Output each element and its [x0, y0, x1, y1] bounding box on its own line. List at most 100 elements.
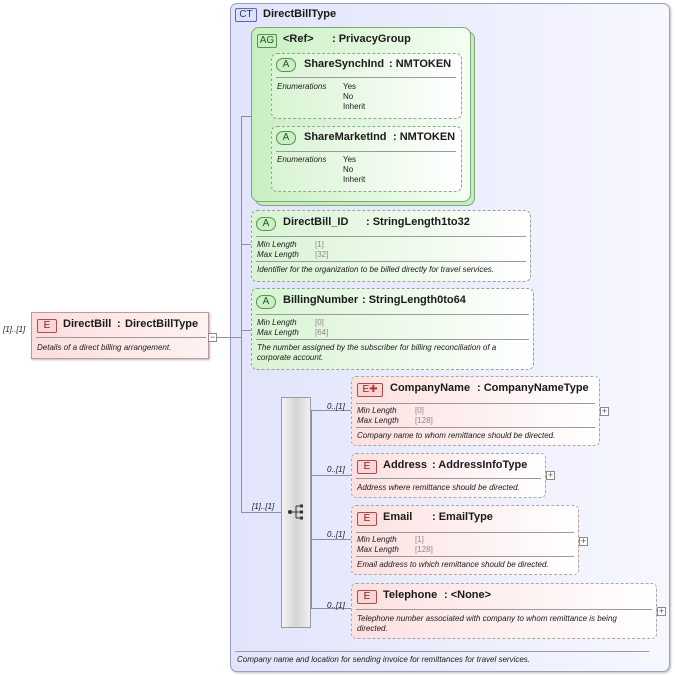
root-element-name[interactable]: DirectBill [63, 318, 112, 330]
element-companyname-badge-plus-icon: ✚ [369, 384, 378, 395]
attribute-sharesynchind-badge: A [276, 58, 296, 72]
element-address[interactable] [351, 453, 546, 498]
element-telephone-description-line-2: directed. [357, 624, 388, 633]
element-companyname-type: : CompanyNameType [477, 382, 589, 394]
attribute-billingnumber-description-line-2: corporate account. [257, 353, 324, 362]
element-telephone-divider [356, 609, 652, 610]
root-element-description: Details of a direct billing arrangement. [37, 343, 172, 352]
sequence-cardinality: [1]..[1] [252, 502, 275, 511]
root-element-type-sep: : [117, 318, 121, 330]
attribute-directbill-id-type: : StringLength1to32 [366, 216, 470, 228]
attribute-billingnumber-max-value: [64] [315, 328, 329, 337]
element-companyname-badge: E✚ [357, 383, 383, 397]
connector-billingnumber [241, 330, 251, 331]
attribute-directbill-id-divider [256, 236, 526, 237]
attribute-billingnumber-description-line-1: The number assigned by the subscriber fo… [257, 343, 497, 352]
attribute-sharemarketind-name[interactable]: ShareMarketInd [304, 131, 387, 143]
root-cardinality: [1]..[1] [3, 325, 26, 334]
element-telephone[interactable] [351, 583, 657, 639]
element-telephone-badge: E [357, 590, 377, 604]
attribute-sharesynchind-divider [276, 77, 456, 78]
root-element-divider [36, 337, 206, 338]
attribute-billingnumber-max-label: Max Length [257, 328, 299, 337]
attribute-sharemarketind-enum-1: Yes [343, 155, 357, 164]
main-vertical-connector [241, 116, 242, 513]
companyname-cardinality: 0..[1] [327, 402, 345, 411]
element-email-max-label: Max Length [357, 545, 399, 554]
attribute-sharemarketind-enum-3: Inherit [343, 175, 366, 184]
element-email[interactable] [351, 505, 579, 575]
attribute-directbill-id-description: Identifier for the organization to be bi… [257, 265, 495, 274]
attribute-sharesynchind[interactable] [271, 53, 462, 119]
attribute-sharesynchind-facet-label: Enumerations [277, 82, 327, 91]
attribute-billingnumber-badge: A [256, 295, 276, 309]
attribute-sharesynchind-enum-3: Inherit [343, 102, 366, 111]
attribute-sharesynchind-name[interactable]: ShareSynchInd [304, 58, 385, 70]
attribute-directbill-id-name[interactable]: DirectBill_ID [283, 216, 349, 228]
sequence-branch-companyname [311, 410, 351, 411]
attribute-sharemarketind-divider [276, 151, 456, 152]
attribute-directbill-id-badge: A [256, 217, 276, 231]
attribute-directbill-id-max-label: Max Length [257, 250, 299, 259]
element-companyname[interactable] [351, 376, 600, 446]
element-address-expand-toggle[interactable]: + [546, 470, 555, 480]
element-companyname-min-label: Min Length [357, 406, 397, 415]
element-email-max-value: [128] [415, 545, 433, 554]
attribute-billingnumber-name[interactable]: BillingNumber [283, 294, 359, 306]
element-address-divider [356, 478, 541, 479]
complex-type-divider [235, 651, 649, 652]
root-element-box[interactable] [31, 312, 209, 359]
element-telephone-expand-toggle[interactable]: + [657, 606, 666, 616]
attribute-group-badge: AG [257, 34, 277, 48]
attribute-directbill-id[interactable] [251, 210, 531, 282]
element-companyname-divider-2 [356, 427, 595, 428]
complex-type-name[interactable]: DirectBillType [263, 8, 337, 20]
element-email-name[interactable]: Email [383, 511, 413, 523]
telephone-cardinality: 0..[1] [327, 601, 345, 610]
element-companyname-expand-toggle[interactable]: + [600, 406, 609, 416]
element-companyname-min-value: [0] [415, 406, 424, 415]
attribute-sharemarketind-badge: A [276, 131, 296, 145]
connector-attribute-group [241, 116, 251, 117]
element-companyname-max-label: Max Length [357, 416, 399, 425]
attribute-billingnumber-type: : StringLength0to64 [362, 294, 466, 306]
element-address-name[interactable]: Address [383, 459, 428, 471]
attribute-group-name[interactable]: : PrivacyGroup [332, 33, 411, 45]
attribute-sharemarketind[interactable] [271, 126, 462, 192]
attribute-directbill-id-min-value: [1] [315, 240, 324, 249]
root-collapse-toggle[interactable]: − [208, 332, 217, 342]
attribute-billingnumber[interactable] [251, 288, 534, 370]
complex-type-description: Company name and location for sending in… [237, 655, 531, 664]
attribute-directbill-id-max-value: [32] [315, 250, 329, 259]
element-email-expand-toggle[interactable]: + [579, 536, 588, 546]
element-email-divider-2 [356, 556, 574, 557]
element-email-min-label: Min Length [357, 535, 397, 544]
attribute-sharemarketind-type: : NMTOKEN [393, 131, 456, 143]
element-telephone-description-line-1: Telephone number associated with company… [357, 614, 617, 623]
sequence-branch-vertical [311, 410, 312, 608]
connector-directbill-id [241, 244, 251, 245]
element-email-type: : EmailType [432, 511, 493, 523]
address-cardinality: 0..[1] [327, 465, 345, 474]
root-element-badge: E [37, 319, 57, 333]
element-email-description: Email address to which remittance should… [357, 560, 549, 569]
connector-sequence [241, 512, 281, 513]
email-cardinality: 0..[1] [327, 530, 345, 539]
attribute-sharemarketind-facet-label: Enumerations [277, 155, 327, 164]
element-companyname-divider [356, 403, 595, 404]
sequence-branch-telephone [311, 608, 351, 609]
element-companyname-name[interactable]: CompanyName [390, 382, 471, 394]
complex-type-badge: CT [235, 8, 257, 22]
attribute-sharesynchind-enum-1: Yes [343, 82, 357, 91]
element-companyname-description: Company name to whom remittance should b… [357, 431, 556, 440]
attribute-sharesynchind-enum-2: No [343, 92, 354, 101]
attribute-billingnumber-divider-2 [256, 339, 529, 340]
element-address-badge: E [357, 460, 377, 474]
sequence-branch-email [311, 539, 351, 540]
element-address-description: Address where remittance should be direc… [357, 483, 520, 492]
attribute-billingnumber-divider [256, 314, 529, 315]
element-companyname-max-value: [128] [415, 416, 433, 425]
attribute-sharesynchind-type: : NMTOKEN [389, 58, 452, 70]
element-telephone-name[interactable]: Telephone [383, 589, 438, 601]
element-email-min-value: [1] [415, 535, 424, 544]
